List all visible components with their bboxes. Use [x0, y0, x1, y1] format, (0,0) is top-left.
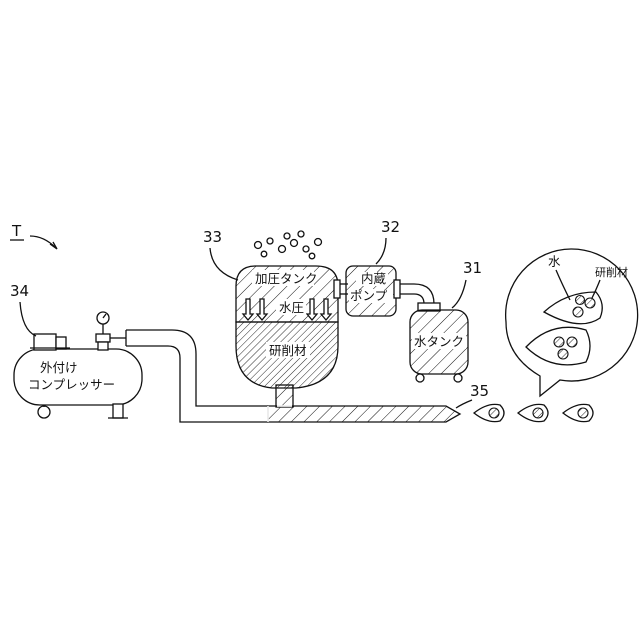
pressure-tank: 加圧タンク 水圧 研削材 33 [203, 228, 338, 388]
ref-compressor-leader [20, 302, 36, 336]
ref-pressure-tank-leader [210, 248, 238, 280]
compressor-valve-base [98, 342, 108, 350]
compressor: 外付け コンプレッサー 34 [10, 282, 142, 418]
ref-nozzle-leader [456, 400, 472, 408]
bubbles-icon [255, 231, 322, 259]
figure-label-text: T [11, 222, 22, 240]
ref-water-tank: 31 [463, 259, 482, 277]
ref-nozzle: 35 [470, 382, 489, 400]
ref-pump-leader [376, 238, 386, 264]
water-tank-label: 水タンク [414, 334, 464, 349]
compressor-motor-end [56, 337, 66, 349]
droplet-icon [518, 404, 548, 421]
ref-compressor: 34 [10, 282, 29, 300]
ref-pump: 32 [381, 218, 400, 236]
compressor-valve [96, 334, 110, 342]
pump-label-line2: ポンプ [350, 288, 388, 303]
water-pressure-label: 水圧 [279, 300, 304, 315]
flange-right [394, 280, 400, 298]
compressor-foot [113, 404, 123, 418]
water-tank: 水タンク 31 [410, 259, 482, 382]
abrasive-label: 研削材 [269, 343, 307, 358]
compressor-label-line1: 外付け [40, 360, 78, 375]
water-tank-wheel-right [454, 374, 462, 382]
pump-label-line1: 内蔵 [361, 271, 387, 286]
water-tank-wheel-left [416, 374, 424, 382]
built-in-pump: 内蔵 ポンプ 32 [346, 218, 400, 316]
flange-left [334, 280, 340, 298]
tank-top-label: 加圧タンク [255, 271, 318, 286]
droplet-icon [474, 404, 504, 421]
output-droplets [474, 404, 593, 421]
callout-bubble: 水 研削材 [506, 249, 638, 396]
droplet-icon [563, 404, 593, 421]
ref-pressure-tank: 33 [203, 228, 222, 246]
compressor-wheel [38, 406, 50, 418]
callout-abrasive-label: 研削材 [595, 265, 628, 279]
ref-water-tank-leader [452, 280, 466, 308]
compressor-label-line2: コンプレッサー [28, 377, 115, 392]
callout-water-label: 水 [548, 254, 561, 269]
figure-label: T [10, 222, 57, 249]
mixing-pipe [268, 406, 460, 422]
